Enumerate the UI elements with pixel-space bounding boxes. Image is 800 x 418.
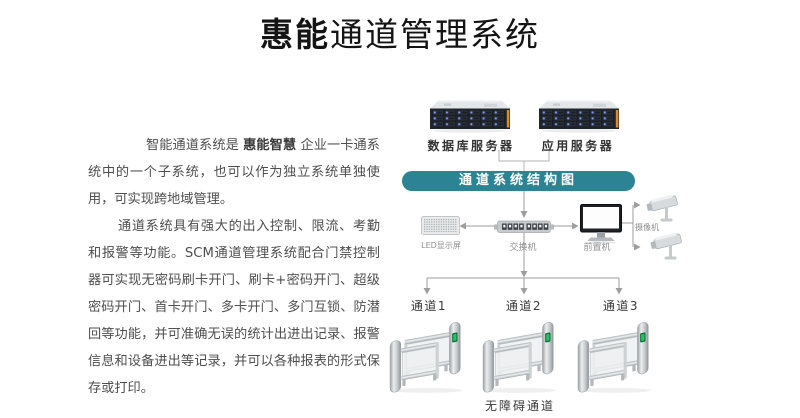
network-switch-label: 交换机: [509, 243, 537, 253]
camera-label: 摄像机: [635, 223, 659, 232]
intro-paragraph-2: 通道系统具有强大的出入控制、限流、考勤和报警等功能。SCM通道管理系统配合门禁控…: [88, 219, 380, 396]
intro-p1-suffix: 企业一卡通系统中的一个子系统，也可以作为独立系统单独使用，可实现跨地域管理。: [88, 138, 380, 207]
turnstile-gate-icon: [576, 314, 658, 394]
cctv-camera-icon: [649, 232, 687, 260]
intro-paragraph-1: 智能通道系统是 惠能智慧 企业一卡通系统中的一个子系统，也可以作为独立系统单独使…: [88, 132, 380, 213]
database-server-icon: [428, 99, 512, 133]
barrier-free-channel-label: 无障碍通道: [484, 399, 556, 413]
led-display-label: LED显示屏: [421, 241, 461, 250]
channel-2-label: 通道2: [505, 299, 543, 313]
network-switch-icon: [494, 219, 554, 234]
structure-banner: 通道系统结构图: [402, 171, 635, 191]
turnstile-gate-icon: [481, 314, 563, 394]
app-server-icon: [537, 99, 621, 133]
page-title-brand: 惠能: [260, 15, 330, 54]
frontend-monitor-label: 前置机: [583, 243, 611, 253]
page-title-rest: 通道管理系统: [330, 15, 540, 54]
intro-p1-brand: 惠能智慧: [243, 138, 297, 153]
channel-3-label: 通道3: [602, 299, 640, 313]
turnstile-gate-icon: [388, 314, 470, 394]
channel-1-label: 通道1: [410, 299, 448, 313]
cctv-camera-icon: [645, 194, 683, 222]
app-server-label: 应用服务器: [541, 139, 615, 153]
led-display-icon: [421, 216, 460, 235]
intro-p1-prefix: 智能通道系统是: [146, 138, 244, 153]
frontend-monitor-icon: [580, 204, 622, 244]
page-title: 惠能通道管理系统: [0, 12, 800, 58]
database-server-label: 数据库服务器: [427, 139, 515, 153]
intro-text: 智能通道系统是 惠能智慧 企业一卡通系统中的一个子系统，也可以作为独立系统单独使…: [88, 132, 380, 402]
